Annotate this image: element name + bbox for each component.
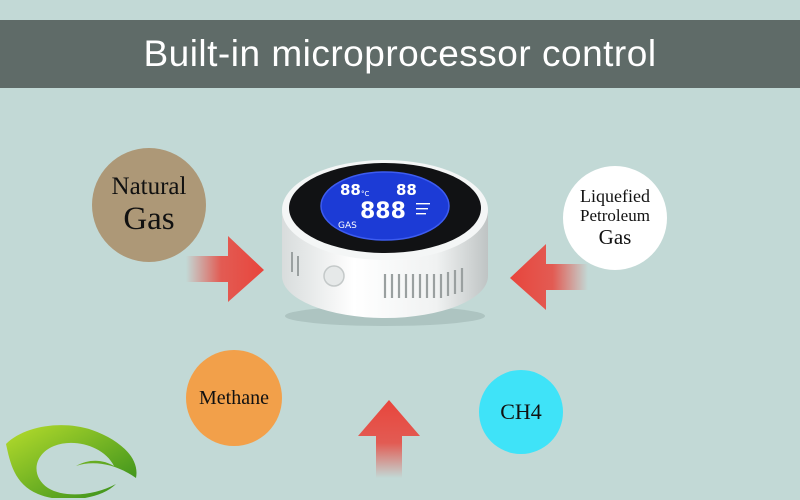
red-arrow-icon-up	[358, 400, 420, 478]
red-arrow-icon-right	[186, 236, 264, 302]
lcd-top-right: 88	[396, 181, 417, 199]
natural-gas-line1: Natural	[111, 173, 187, 201]
lpg-line2: Petroleum	[580, 206, 650, 225]
banner-title: Built-in microprocessor control	[143, 33, 657, 74]
gas-detector-device: 88 °C 88 888 GAS	[282, 160, 488, 326]
lpg-line3: Gas	[598, 224, 632, 249]
lcd-top-unit: °C	[361, 190, 370, 198]
natural-gas-bubble: Natural Gas	[92, 148, 206, 262]
lcd-top-left: 88	[340, 181, 361, 199]
red-arrow-icon-left	[510, 244, 588, 310]
lpg-line1: Liquefied	[580, 186, 650, 207]
methane-label: Methane	[199, 387, 269, 409]
lcd-gas-label: GAS	[338, 221, 357, 231]
header-banner: Built-in microprocessor control	[0, 20, 800, 88]
lcd-main-value: 888	[360, 199, 406, 224]
ch4-bubble: CH4	[479, 370, 563, 454]
lpg-bubble: Liquefied Petroleum Gas	[563, 166, 667, 270]
top-strip	[0, 0, 800, 14]
natural-gas-line2: Gas	[123, 200, 175, 237]
ch4-label: CH4	[500, 398, 542, 424]
green-leaf-logo	[6, 425, 137, 498]
methane-bubble: Methane	[186, 350, 282, 446]
